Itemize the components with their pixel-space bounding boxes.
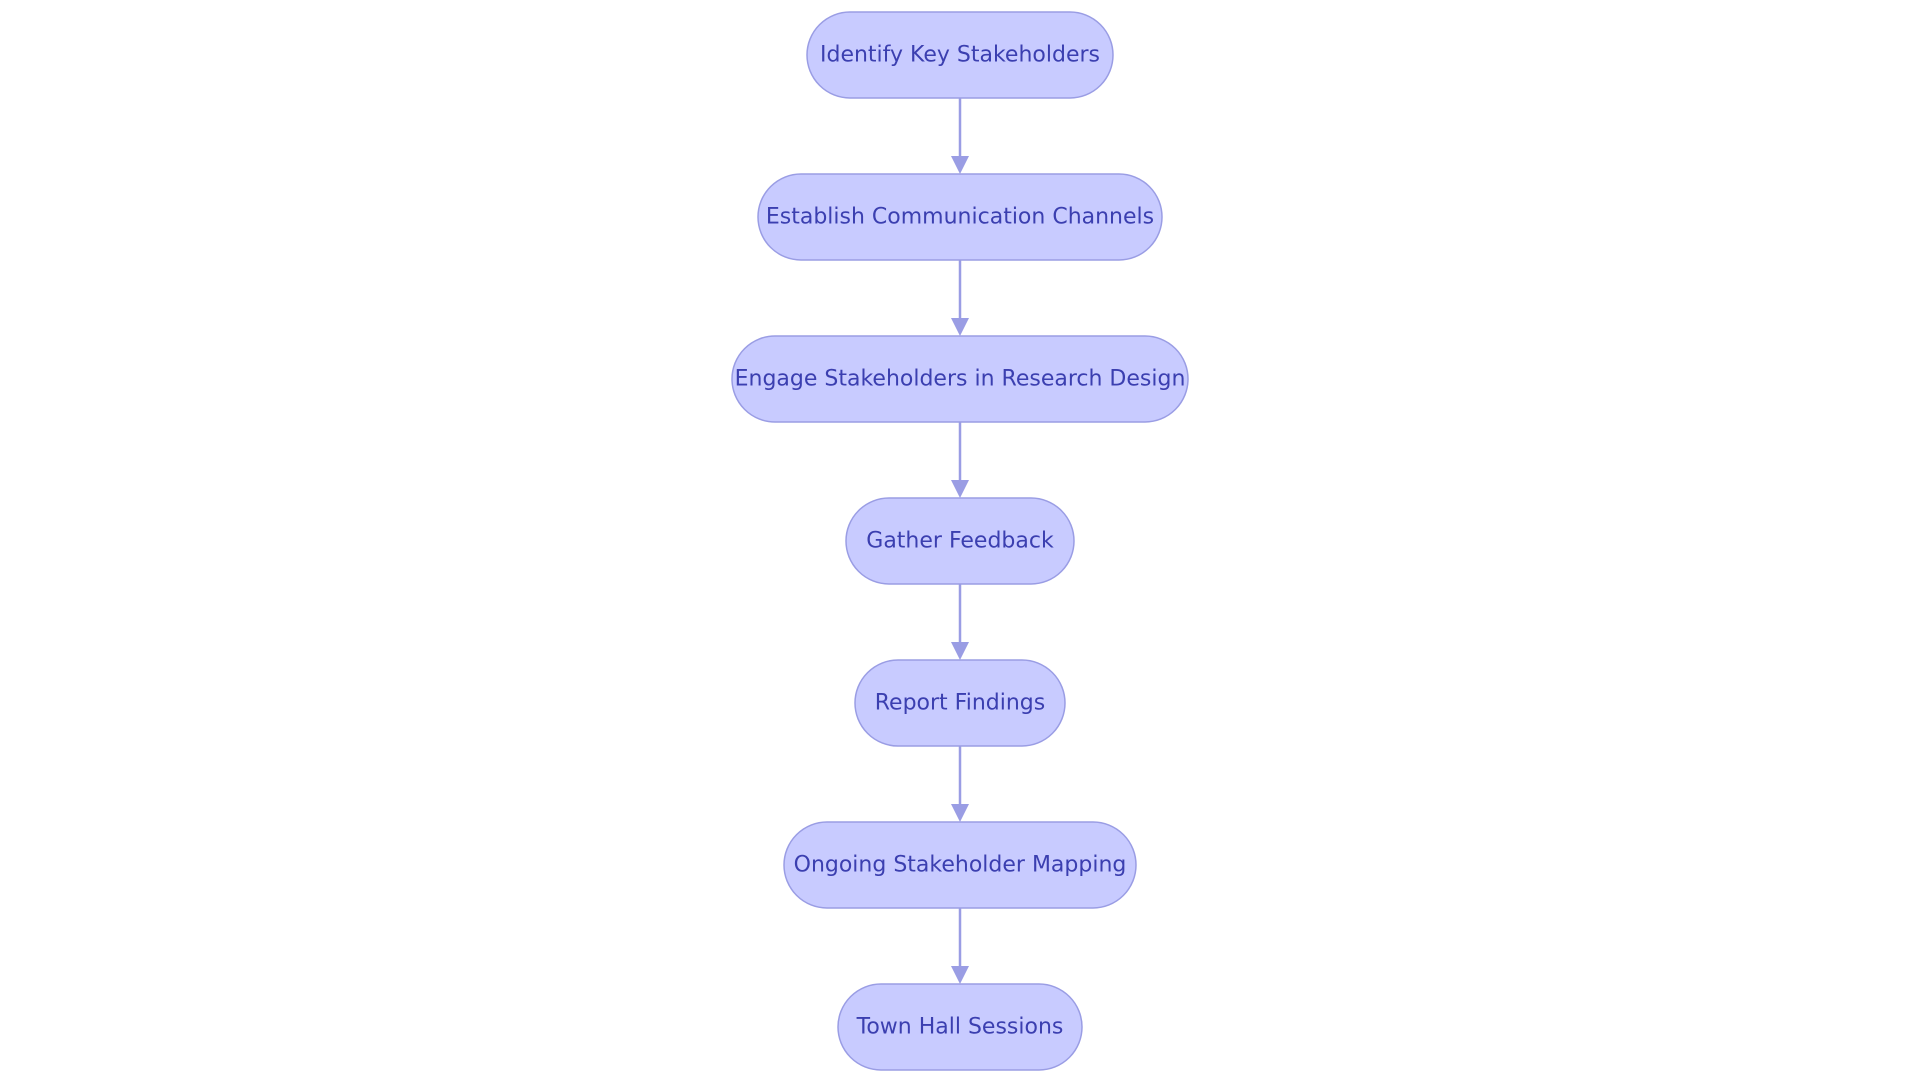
node-label: Report Findings — [875, 691, 1045, 716]
node-label: Ongoing Stakeholder Mapping — [794, 853, 1127, 878]
flowchart-nodes: Identify Key Stakeholders Establish Comm… — [731, 11, 1189, 1071]
edge-3-to-4 — [951, 422, 969, 498]
node-label: Gather Feedback — [866, 529, 1054, 554]
node-ongoing-stakeholder-mapping: Ongoing Stakeholder Mapping — [783, 821, 1137, 909]
node-label: Establish Communication Channels — [766, 205, 1154, 230]
node-report-findings: Report Findings — [854, 659, 1066, 747]
edge-2-to-3 — [951, 260, 969, 336]
node-label: Town Hall Sessions — [856, 1015, 1064, 1040]
edge-6-to-7 — [951, 908, 969, 984]
node-label: Identify Key Stakeholders — [820, 43, 1100, 68]
node-label: Engage Stakeholders in Research Design — [735, 367, 1186, 392]
edge-5-to-6 — [951, 746, 969, 822]
edge-4-to-5 — [951, 584, 969, 660]
edge-1-to-2 — [951, 98, 969, 174]
node-establish-communication-channels: Establish Communication Channels — [757, 173, 1163, 261]
node-engage-stakeholders-research-design: Engage Stakeholders in Research Design — [731, 335, 1189, 423]
node-identify-key-stakeholders: Identify Key Stakeholders — [806, 11, 1114, 99]
node-gather-feedback: Gather Feedback — [845, 497, 1075, 585]
flowchart-edges — [951, 98, 969, 984]
node-town-hall-sessions: Town Hall Sessions — [837, 983, 1083, 1071]
